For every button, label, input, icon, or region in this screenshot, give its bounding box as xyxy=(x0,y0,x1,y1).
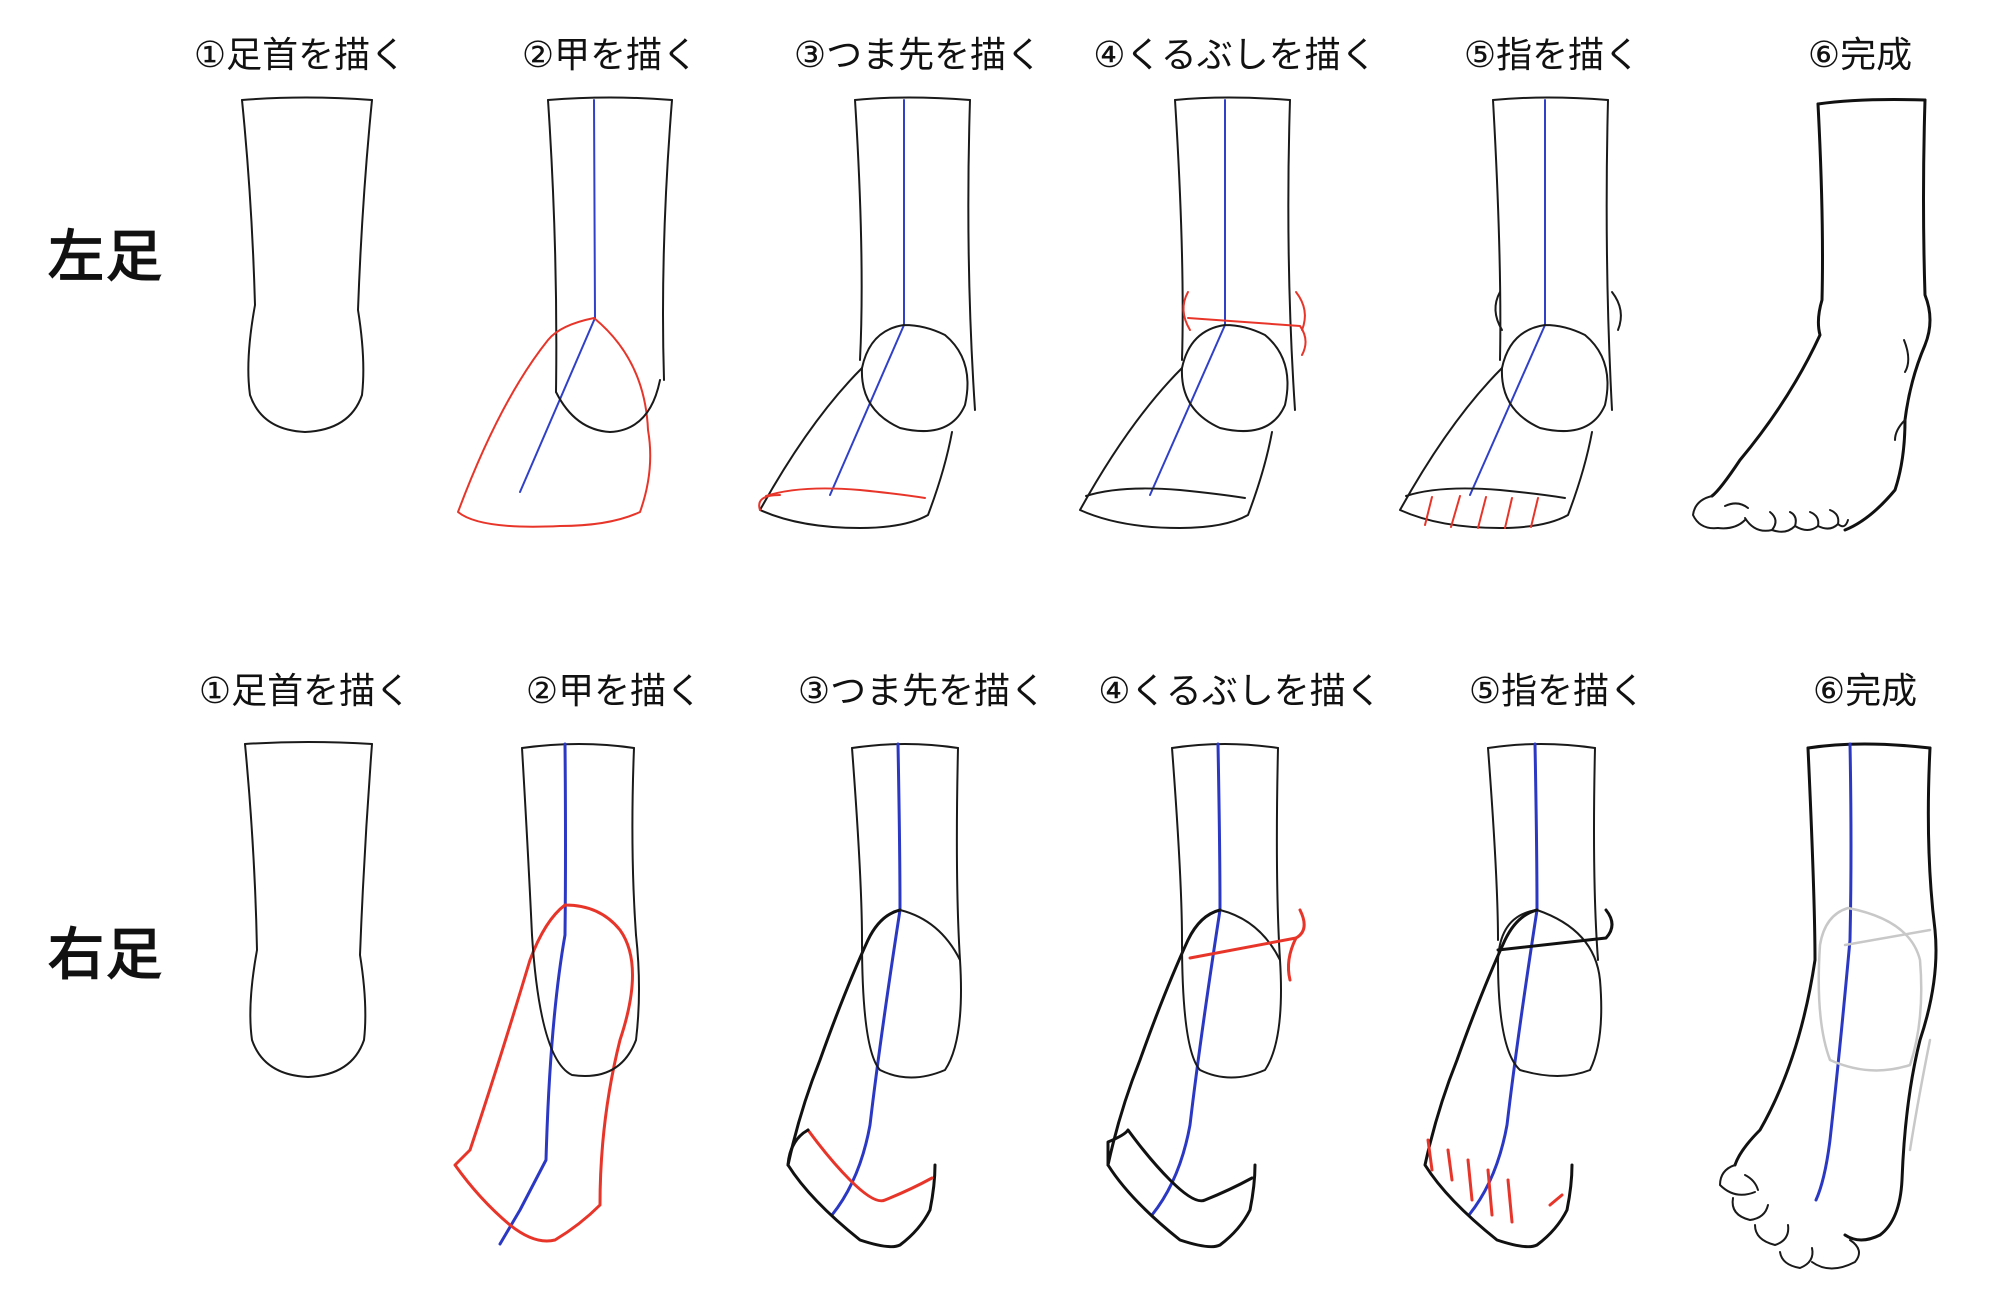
step-title-toes: ⑤指を描く xyxy=(1463,35,1641,76)
step-title-complete: ⑥完成 xyxy=(1812,671,1918,712)
right-foot-step4-drawing xyxy=(1106,742,1306,1249)
left-foot-step3-drawing xyxy=(758,96,976,529)
step-title-complete: ⑥完成 xyxy=(1807,35,1913,76)
step-title-toes: ⑤指を描く xyxy=(1468,671,1646,712)
step-title-toe-tip: ③つま先を描く xyxy=(793,35,1043,76)
left-foot-step2-drawing xyxy=(457,96,673,528)
row-label-left-foot: 左足 xyxy=(48,225,164,290)
row-label-right-foot: 右足 xyxy=(48,923,164,988)
right-foot-step3-drawing xyxy=(786,742,962,1249)
step-title-ankle: ①足首を描く xyxy=(193,35,407,76)
step-title-instep: ②甲を描く xyxy=(521,35,699,76)
right-foot-step1-drawing xyxy=(244,741,373,1078)
left-foot-step4-drawing xyxy=(1079,96,1307,529)
step-title-toe-tip: ③つま先を描く xyxy=(797,671,1047,712)
step-title-ankle: ①足首を描く xyxy=(198,671,412,712)
right-foot-step6-drawing xyxy=(1719,742,1938,1270)
left-foot-step1-drawing xyxy=(241,96,373,433)
right-foot-step5-drawing xyxy=(1423,742,1614,1249)
step-title-instep: ②甲を描く xyxy=(525,671,703,712)
left-foot-step5-drawing xyxy=(1399,96,1622,529)
step-title-ankle-bone: ④くるぶしを描く xyxy=(1098,671,1382,712)
left-foot-step6-drawing xyxy=(1692,98,1932,533)
step-title-ankle-bone: ④くるぶしを描く xyxy=(1093,35,1377,76)
right-foot-step2-drawing xyxy=(453,742,640,1246)
